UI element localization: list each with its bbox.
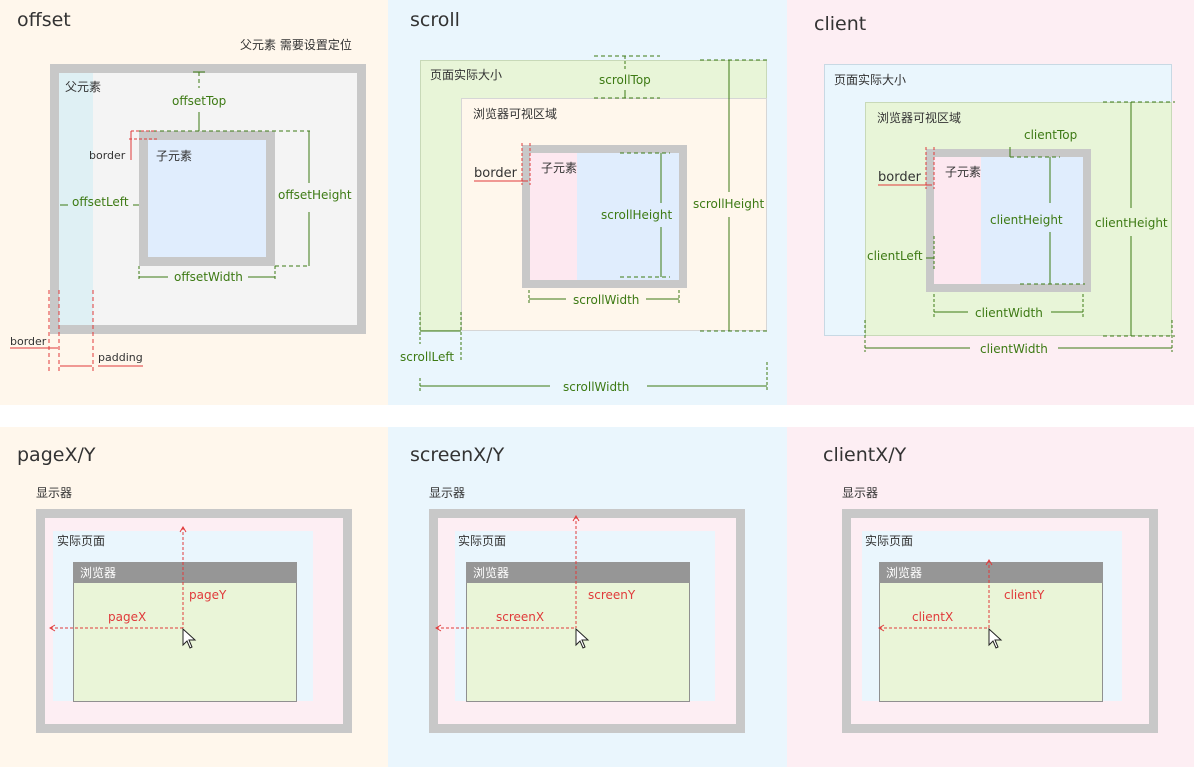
- offset-height-label: offsetHeight: [278, 188, 352, 202]
- clientxy-x-label: clientX: [912, 610, 954, 624]
- offset-top-label: offsetTop: [172, 94, 227, 108]
- scroll-height-outer-label: scrollHeight: [693, 197, 765, 211]
- screenxy-x-label: screenX: [496, 610, 545, 624]
- pagexy-page-label: 实际页面: [57, 534, 106, 548]
- scroll-child-label: 子元素: [541, 161, 578, 175]
- client-width-inner-label: clientWidth: [975, 306, 1043, 320]
- offset-title: offset: [17, 9, 71, 31]
- scroll-page-label: 页面实际大小: [430, 68, 503, 82]
- offset-padding-label: padding: [98, 351, 143, 364]
- pagexy-monitor-label: 显示器: [36, 486, 73, 500]
- clientxy-browser-label: 浏览器: [886, 566, 923, 580]
- scroll-viewport-label: 浏览器可视区域: [473, 107, 558, 121]
- offset-left-label: offsetLeft: [72, 195, 129, 209]
- scroll-top-label: scrollTop: [599, 73, 651, 87]
- offset-parent-label: 父元素: [65, 80, 102, 94]
- screenxy-title: screenX/Y: [410, 444, 505, 466]
- scroll-height-inner-label: scrollHeight: [601, 208, 673, 222]
- screenxy-browser-label: 浏览器: [473, 566, 510, 580]
- client-child-content: [981, 157, 1083, 284]
- screenxy-browser-bar: [466, 562, 690, 583]
- scroll-child-content: [577, 153, 679, 280]
- screenxy-monitor-label: 显示器: [429, 486, 466, 500]
- client-border-label: border: [878, 170, 921, 185]
- scroll-border-label: border: [474, 166, 517, 181]
- client-width-outer-label: clientWidth: [980, 342, 1048, 356]
- offset-child-label: 子元素: [156, 149, 193, 163]
- pagexy-x-label: pageX: [108, 610, 147, 624]
- client-height-outer-label: clientHeight: [1095, 216, 1168, 230]
- clientxy-browser-bar: [879, 562, 1103, 583]
- offset-width-label: offsetWidth: [174, 270, 243, 284]
- offset-border2-label: border: [10, 335, 47, 348]
- client-title: client: [814, 13, 867, 35]
- clientxy-y-label: clientY: [1004, 588, 1045, 602]
- client-viewport-label: 浏览器可视区域: [877, 111, 962, 125]
- offset-note: 父元素 需要设置定位: [240, 38, 352, 52]
- scroll-left-label: scrollLeft: [400, 350, 455, 364]
- pagexy-browser-bar: [73, 562, 297, 583]
- screenxy-page-label: 实际页面: [458, 534, 507, 548]
- pagexy-browser-label: 浏览器: [80, 566, 117, 580]
- client-height-inner-label: clientHeight: [990, 213, 1063, 227]
- scroll-title: scroll: [410, 9, 460, 31]
- screenxy-y-label: screenY: [588, 588, 636, 602]
- clientxy-monitor-label: 显示器: [842, 486, 879, 500]
- offset-border-label: border: [89, 149, 126, 162]
- pagexy-y-label: pageY: [189, 588, 227, 602]
- offset-child-box: [139, 131, 275, 266]
- client-top-label: clientTop: [1024, 128, 1078, 142]
- client-page-label: 页面实际大小: [834, 73, 907, 87]
- clientxy-page-label: 实际页面: [865, 534, 914, 548]
- client-left-label: clientLeft: [867, 249, 923, 263]
- pagexy-title: pageX/Y: [17, 444, 96, 466]
- offset-parent-padding-strip: [59, 73, 93, 325]
- clientxy-title: clientX/Y: [823, 444, 907, 466]
- client-child-label: 子元素: [945, 165, 982, 179]
- scroll-width-outer-label: scrollWidth: [563, 380, 630, 394]
- scroll-width-inner-label: scrollWidth: [573, 293, 640, 307]
